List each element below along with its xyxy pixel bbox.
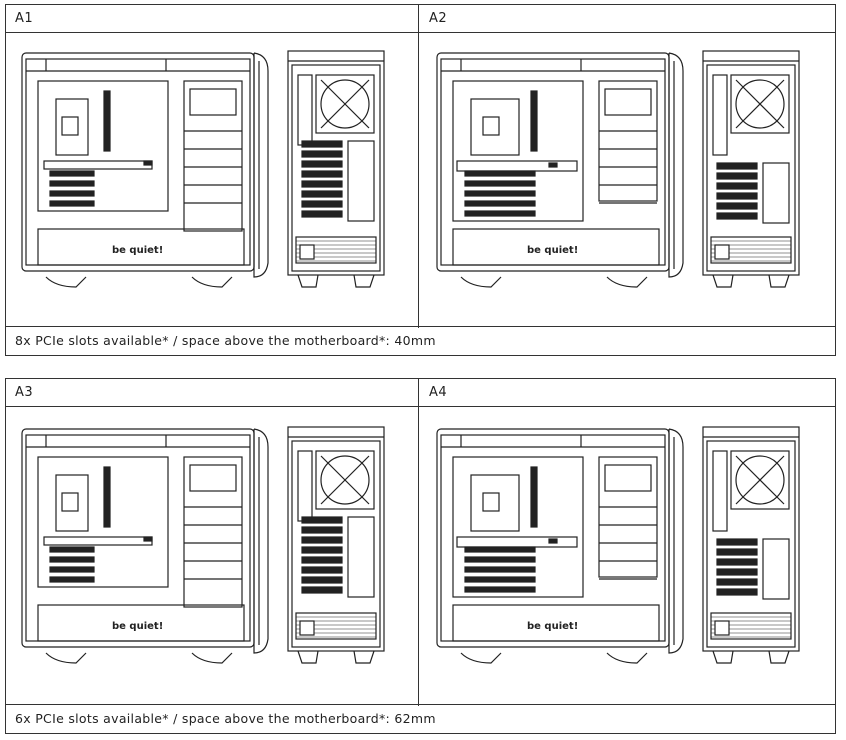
panel-header-row: A1 A2 (6, 5, 835, 33)
config-group-bottom: A3 A4 be quiet! be quiet! 6x PCIe slots … (5, 378, 836, 734)
case-drawing-a2: be quiet! (431, 41, 821, 301)
side-view: be quiet! (21, 428, 269, 664)
panel-divider (418, 379, 419, 706)
brand-logo-text: be quiet! (527, 245, 578, 256)
side-view: be quiet! (21, 52, 269, 288)
rear-view (702, 50, 800, 288)
brand-logo-text: be quiet! (112, 245, 163, 256)
panel-header-row: A3 A4 (6, 379, 835, 407)
case-drawing-a3: be quiet! (16, 417, 406, 677)
case-schematic: be quiet! (21, 426, 385, 664)
config-group-top: A1 A2 be quiet! be quiet! 8x PCIe slots … (5, 4, 836, 356)
caption-bottom-text: 6x PCIe slots available* / space above t… (15, 711, 436, 726)
panel-label-a1: A1 (15, 11, 34, 26)
rear-view (287, 50, 385, 288)
caption-top: 8x PCIe slots available* / space above t… (6, 326, 835, 355)
case-schematic: be quiet! (436, 50, 800, 288)
panel-label-a4: A4 (429, 385, 448, 400)
case-drawing-a1: be quiet! (16, 41, 406, 301)
side-view: be quiet! (436, 428, 684, 664)
rear-view (702, 426, 800, 664)
panel-divider (418, 5, 419, 328)
brand-logo-text: be quiet! (527, 621, 578, 632)
case-schematic: be quiet! (21, 50, 385, 288)
panel-label-a2: A2 (429, 11, 448, 26)
caption-bottom: 6x PCIe slots available* / space above t… (6, 704, 835, 733)
panel-label-a3: A3 (15, 385, 34, 400)
case-drawing-a4: be quiet! (431, 417, 821, 677)
caption-top-text: 8x PCIe slots available* / space above t… (15, 333, 436, 348)
side-view: be quiet! (436, 52, 684, 288)
case-schematic: be quiet! (436, 426, 800, 664)
brand-logo-text: be quiet! (112, 621, 163, 632)
rear-view (287, 426, 385, 664)
